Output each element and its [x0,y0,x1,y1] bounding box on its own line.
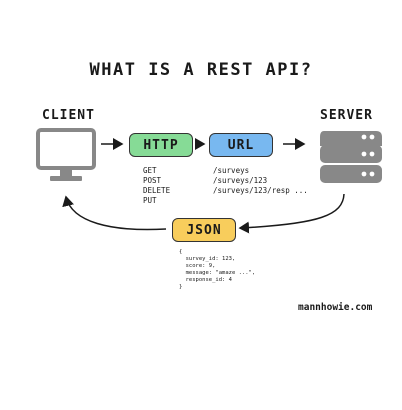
http-box: HTTP [129,133,193,157]
http-label: HTTP [143,137,179,153]
http-method: GET [143,166,157,175]
json-line: response_id: 4 [179,277,232,283]
json-line: { [179,249,183,255]
http-method: DELETE [143,186,171,195]
json-line: survey_id: 123, [179,256,236,262]
http-method: POST [143,176,162,185]
server-label: SERVER [320,108,373,123]
json-line: message: "amaze ...", [179,270,256,276]
url-list: /surveys /surveys/123 /surveys/123/resp … [213,166,308,196]
url-path: /surveys [213,166,250,175]
url-path: /surveys/123/resp ... [213,186,308,195]
arrow-json-to-client [62,195,167,231]
arrow-server-to-json [238,193,345,234]
json-box: JSON [172,218,236,242]
json-payload: { survey_id: 123, score: 9, message: "am… [179,249,255,291]
monitor-icon [36,128,96,181]
credit-text: mannhowie.com [298,302,373,313]
json-line: score: 9, [179,263,216,269]
http-methods-list: GET POST DELETE PUT [143,166,170,206]
url-path: /surveys/123 [213,176,268,185]
server-icon [320,131,382,183]
diagram-title: WHAT IS A REST API? [89,60,313,80]
json-line: } [179,284,183,290]
http-method: PUT [143,196,157,205]
client-label: CLIENT [42,108,95,123]
url-box: URL [209,133,273,157]
url-label: URL [227,137,255,153]
json-label: JSON [186,222,222,238]
